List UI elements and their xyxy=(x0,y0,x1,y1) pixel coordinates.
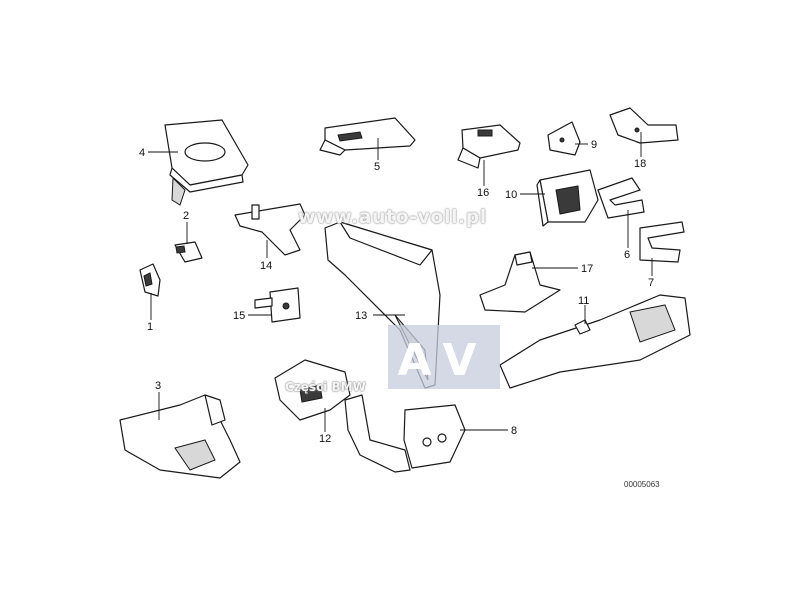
callout-7[interactable]: 7 xyxy=(648,277,654,289)
part-5-bracket[interactable] xyxy=(319,117,416,156)
watermark-url: www.auto-voll.pl xyxy=(298,206,487,228)
leader-lines xyxy=(148,132,653,432)
callout-8[interactable]: 8 xyxy=(511,425,517,437)
callout-18[interactable]: 18 xyxy=(634,158,646,170)
part-16-bracket[interactable] xyxy=(457,124,521,169)
watermark-czesci: Części BMW xyxy=(285,380,366,394)
part-4-mounting-plate[interactable] xyxy=(164,119,249,206)
callout-labels: 4 5 16 9 18 2 1 14 15 13 10 6 7 17 11 3 … xyxy=(139,139,654,445)
callout-15[interactable]: 15 xyxy=(233,310,245,322)
part-1-clip[interactable] xyxy=(139,263,161,297)
callout-3[interactable]: 3 xyxy=(155,380,161,392)
watermark-logo: AV xyxy=(388,325,500,389)
part-14-bracket[interactable] xyxy=(234,203,306,256)
callout-2[interactable]: 2 xyxy=(183,210,189,222)
watermark-logo-letters: AV xyxy=(397,335,490,386)
callout-16[interactable]: 16 xyxy=(477,187,489,199)
part-17-support[interactable] xyxy=(479,251,561,313)
part-9-small-bracket[interactable] xyxy=(547,121,581,156)
part-8-frame-bracket[interactable] xyxy=(344,394,466,473)
callout-11[interactable]: 11 xyxy=(578,295,589,307)
part-11-rail[interactable] xyxy=(499,294,691,389)
part-12-bracket-assembly[interactable] xyxy=(274,359,351,421)
callout-4[interactable]: 4 xyxy=(139,147,145,159)
part-2-clip[interactable] xyxy=(174,241,203,263)
callout-14[interactable]: 14 xyxy=(260,260,272,272)
callout-12[interactable]: 12 xyxy=(319,433,331,445)
document-id: 00005063 xyxy=(624,480,660,489)
part-15-plate-bolt[interactable] xyxy=(254,287,301,323)
part-6-u-bracket[interactable] xyxy=(597,177,645,219)
callout-1[interactable]: 1 xyxy=(147,321,153,333)
callout-10[interactable]: 10 xyxy=(505,189,517,201)
callout-17[interactable]: 17 xyxy=(581,263,593,275)
part-10-bracket[interactable] xyxy=(536,169,599,227)
callout-5[interactable]: 5 xyxy=(374,161,380,173)
callout-9[interactable]: 9 xyxy=(591,139,597,151)
callout-13[interactable]: 13 xyxy=(355,310,367,322)
callout-6[interactable]: 6 xyxy=(624,249,630,261)
part-7-u-bracket[interactable] xyxy=(639,221,685,263)
part-18-strap[interactable] xyxy=(609,107,679,144)
part-3-floor-plate[interactable] xyxy=(119,394,241,479)
